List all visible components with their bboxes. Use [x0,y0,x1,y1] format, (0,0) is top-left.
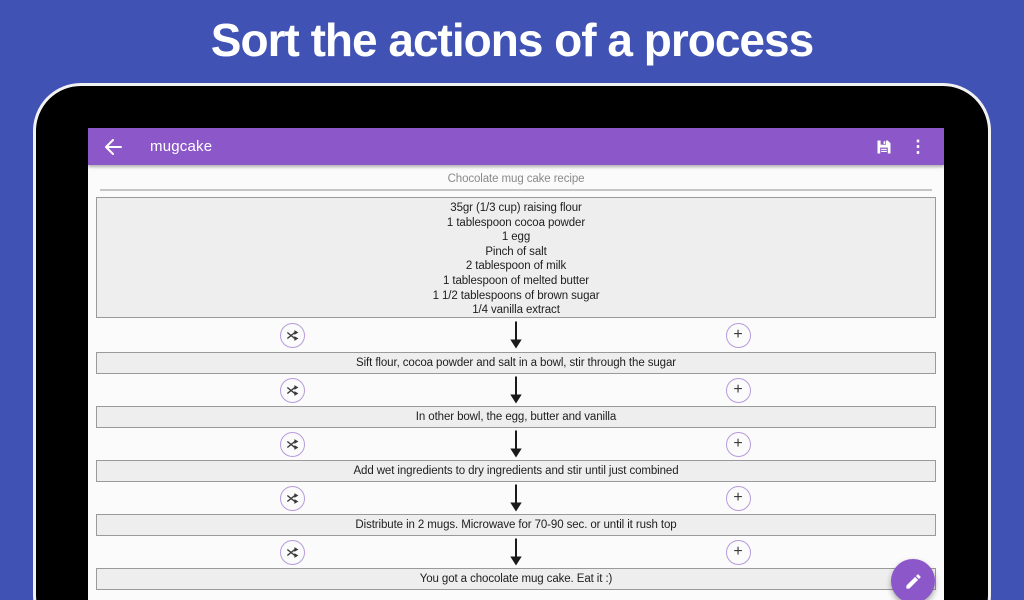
step-box[interactable]: Distribute in 2 mugs. Microwave for 70-9… [96,514,936,536]
add-step-button[interactable]: + [725,431,751,457]
plus-icon: + [733,543,743,560]
arrow-left-icon [105,138,122,155]
add-step-button[interactable]: + [725,377,751,403]
plus-icon: + [733,435,743,452]
down-arrow-icon [510,376,522,404]
ingredients-box[interactable]: 35gr (1/3 cup) raising flour 1 tablespoo… [96,197,936,318]
down-arrow-icon [510,321,522,349]
page-title: Sort the actions of a process [210,14,814,66]
shuffle-icon [287,492,299,504]
shuffle-icon [287,329,299,341]
overflow-menu-button[interactable]: ⋮ [905,134,931,160]
shuffle-button[interactable] [280,485,306,511]
add-step-button[interactable]: + [725,539,751,565]
step-box[interactable]: In other bowl, the egg, butter and vanil… [96,406,936,428]
app-toolbar: mugcake ⋮ [88,128,944,165]
shuffle-button[interactable] [280,431,306,457]
control-row: + [88,428,944,460]
recipe-title: Chocolate mug cake recipe [447,172,585,185]
back-button[interactable] [101,135,125,159]
ingredient-line: 1 tablespoon of melted butter [442,274,590,287]
control-row: + [88,318,944,352]
save-button[interactable] [871,134,897,160]
banner: Sort the actions of a process [0,0,1024,80]
down-arrow-icon [510,430,522,458]
shuffle-button[interactable] [280,539,306,565]
shuffle-icon [287,384,299,396]
plus-icon: + [733,489,743,506]
shuffle-button[interactable] [280,322,306,348]
pencil-icon [905,573,921,589]
control-row: + [88,374,944,406]
add-step-button[interactable]: + [725,322,751,348]
edit-fab-button[interactable] [891,559,935,600]
ingredient-line: 2 tablespoon of milk [465,260,567,273]
recipe-header: Chocolate mug cake recipe [88,165,944,192]
ingredient-line: 1 egg [501,231,531,244]
ingredient-line: 1/4 vanilla extract [472,304,560,317]
kebab-menu-icon: ⋮ [909,137,927,156]
ingredient-line: 1 tablespoon cocoa powder [446,216,586,229]
shuffle-button[interactable] [280,377,306,403]
ingredient-line: Pinch of salt [485,245,547,258]
step-box[interactable]: Add wet ingredients to dry ingredients a… [96,460,936,482]
step-box[interactable]: You got a chocolate mug cake. Eat it :) [96,568,936,590]
ingredient-line: 1 1/2 tablespoons of brown sugar [432,289,600,302]
control-row: + [88,482,944,514]
toolbar-title: mugcake [150,138,213,155]
control-row: + [88,536,944,568]
floppy-disk-icon [877,140,891,153]
shuffle-icon [287,546,299,558]
down-arrow-icon [510,484,522,512]
ingredient-line: 35gr (1/3 cup) raising flour [450,202,582,214]
down-arrow-icon [510,538,522,566]
app-screen: mugcake ⋮ Chocolate mug cake recipe 35gr… [88,128,944,600]
shuffle-icon [287,438,299,450]
step-box[interactable]: Sift flour, cocoa powder and salt in a b… [96,352,936,374]
add-step-button[interactable]: + [725,485,751,511]
plus-icon: + [733,326,743,343]
plus-icon: + [733,381,743,398]
